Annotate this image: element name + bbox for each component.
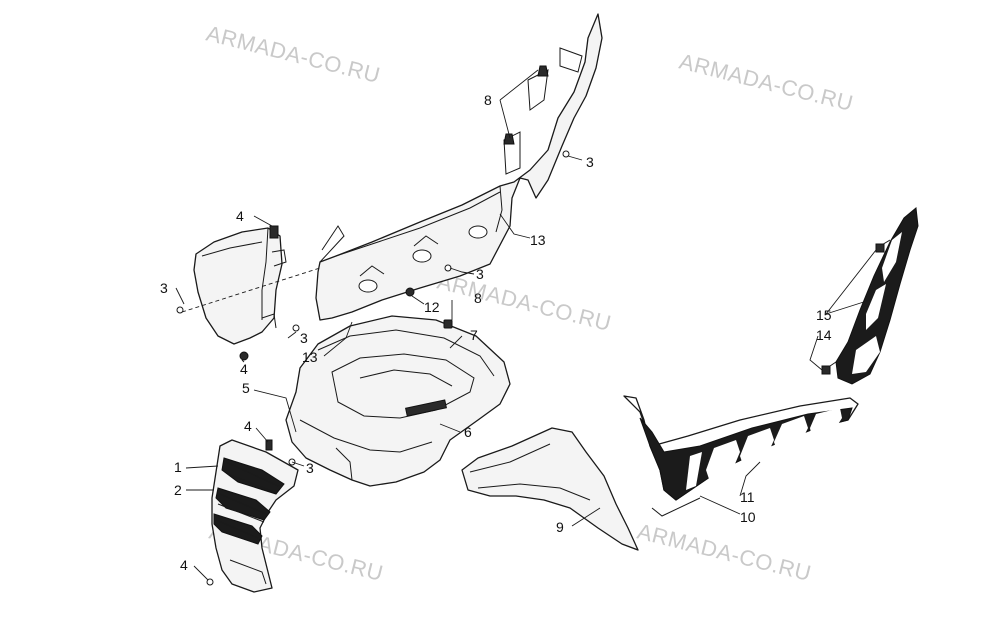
callout-3: 3 [306, 460, 314, 476]
fastener-icon [176, 65, 885, 586]
callout-3: 3 [300, 330, 308, 346]
callout-9: 9 [556, 519, 564, 535]
callout-3: 3 [586, 154, 594, 170]
callout-10: 10 [740, 509, 756, 525]
callout-4: 4 [240, 361, 248, 377]
callout-4: 4 [236, 208, 244, 224]
decal-upper-strip [823, 207, 919, 385]
callout-1: 1 [174, 459, 182, 475]
watermark-3: ARMADA-CO.RU [435, 269, 614, 336]
leader-lines [175, 69, 877, 581]
watermark-5: ARMADA-CO.RU [635, 519, 814, 586]
side-fender [461, 427, 639, 551]
decal-side-panel [623, 395, 859, 517]
callout-3: 3 [476, 266, 484, 282]
left-side-cover [193, 227, 287, 345]
callout-11: 11 [740, 489, 755, 505]
callout-4: 4 [180, 557, 188, 573]
callout-2: 2 [174, 482, 182, 498]
callout-8: 8 [474, 290, 482, 306]
upper-side-panel [315, 13, 603, 321]
callout-12: 12 [424, 299, 440, 315]
callout-labels: 8 3 13 3 8 12 7 4 3 3 13 4 5 6 4 3 1 2 4… [160, 92, 832, 573]
callout-6: 6 [464, 424, 472, 440]
watermark-1: ARMADA-CO.RU [204, 21, 383, 88]
callout-13: 13 [302, 349, 318, 365]
front-grille [211, 439, 299, 593]
callout-14: 14 [816, 327, 832, 343]
callout-5: 5 [242, 380, 250, 396]
callout-3: 3 [160, 280, 168, 296]
callout-8: 8 [484, 92, 492, 108]
hood [285, 315, 511, 487]
callout-7: 7 [470, 327, 478, 343]
callout-4: 4 [244, 418, 252, 434]
callout-13: 13 [530, 232, 546, 248]
callout-15: 15 [816, 307, 832, 323]
watermark-2: ARMADA-CO.RU [677, 49, 856, 116]
